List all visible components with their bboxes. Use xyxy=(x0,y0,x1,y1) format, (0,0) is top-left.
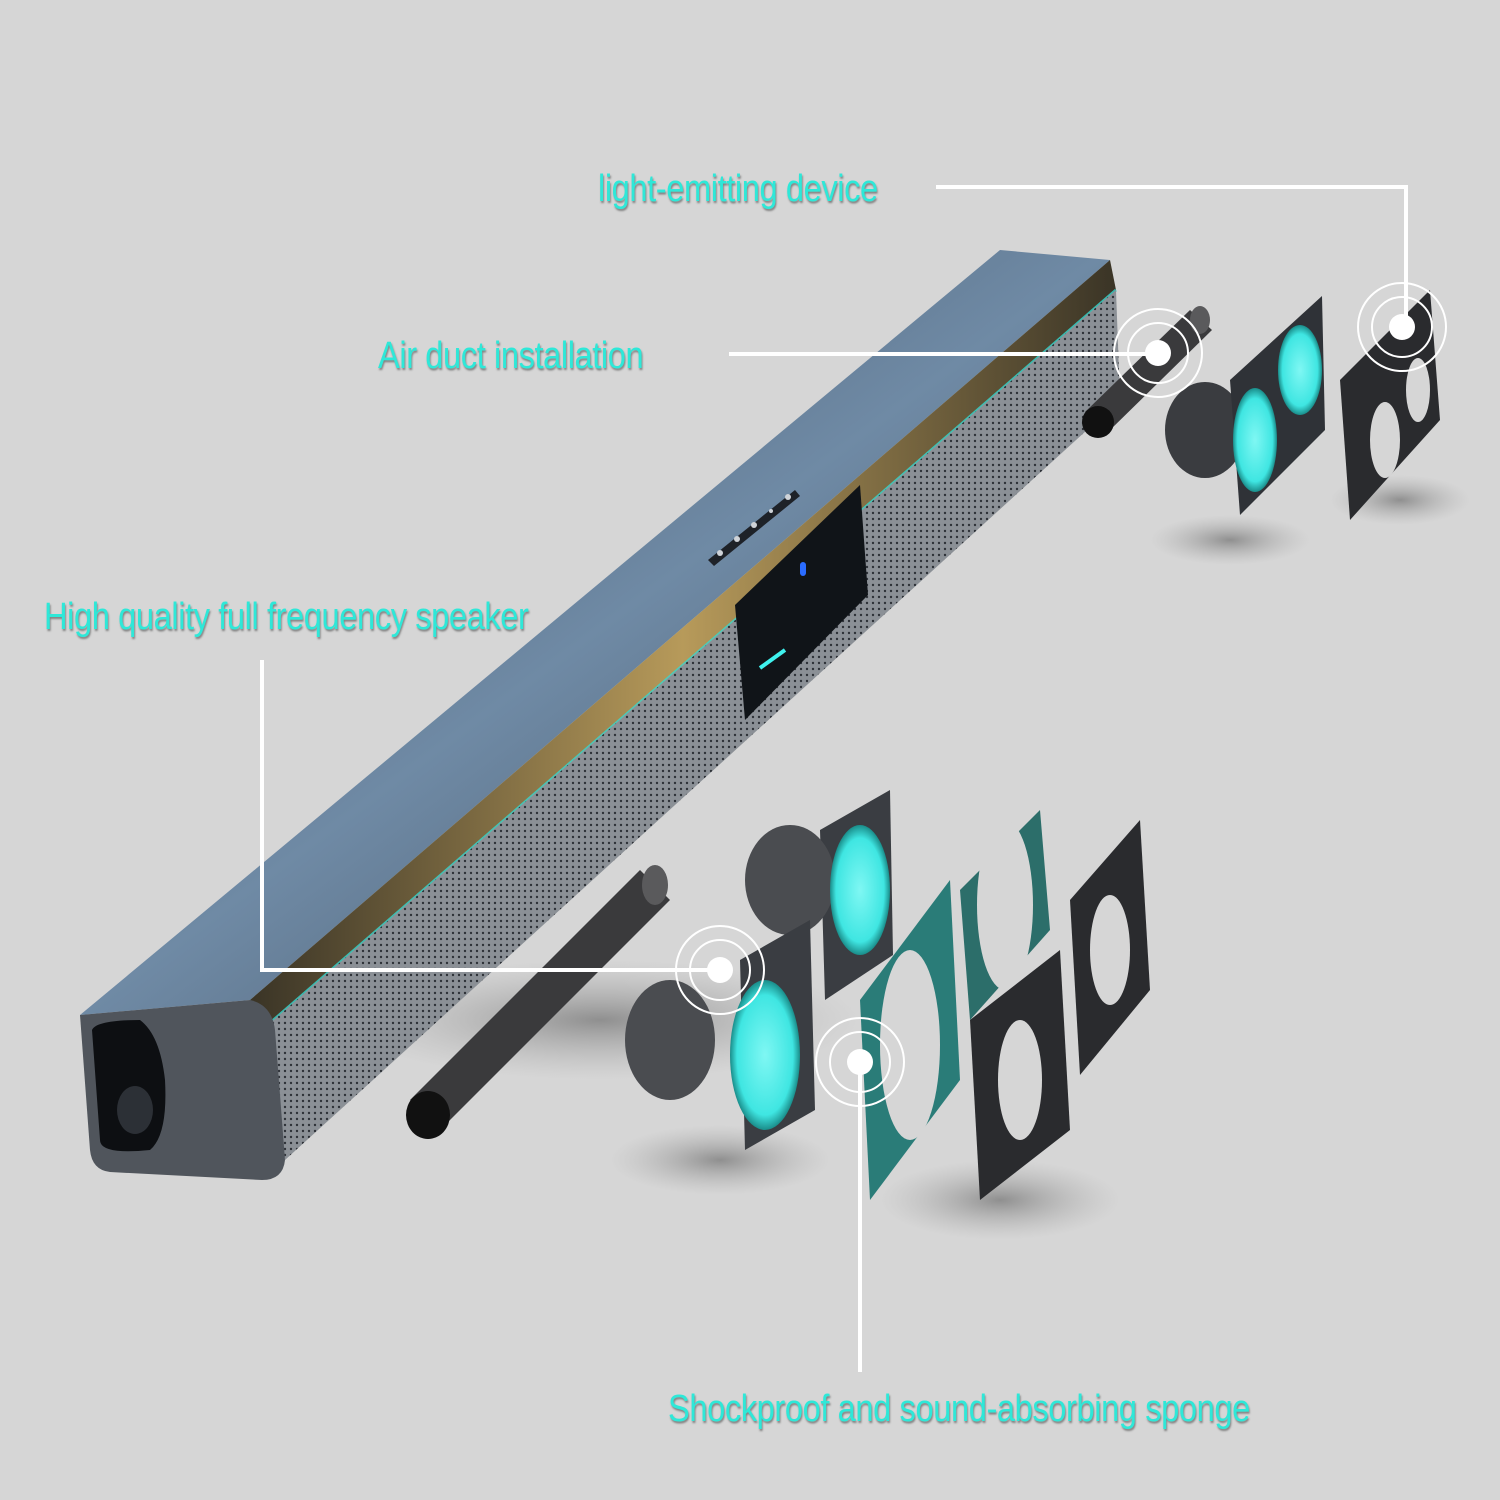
leader-line-speaker-v xyxy=(260,660,264,972)
sponge-gaskets xyxy=(860,810,1150,1200)
rear-speakers xyxy=(1165,296,1325,515)
callout-label-light-emitting-device: light-emitting device xyxy=(598,168,878,210)
marker-ring-inner xyxy=(689,939,751,1001)
control-buttons xyxy=(708,490,800,566)
leader-line-speaker-h xyxy=(260,968,720,972)
leader-line-light-emitting-device-v xyxy=(1404,185,1408,327)
callout-label-sponge: Shockproof and sound-absorbing sponge xyxy=(668,1388,1250,1430)
marker-dot xyxy=(1389,314,1415,340)
leader-line-light-emitting-device-h xyxy=(936,185,1408,189)
leader-line-air-duct xyxy=(729,352,1159,356)
marker-ring-inner xyxy=(1371,296,1433,358)
marker-dot xyxy=(707,957,733,983)
callout-label-air-duct: Air duct installation xyxy=(378,335,644,377)
marker-ring-inner xyxy=(1127,322,1189,384)
callout-label-full-frequency-speaker: High quality full frequency speaker xyxy=(44,596,529,638)
marker-ring-outer xyxy=(1357,282,1447,372)
marker-ring-outer xyxy=(675,925,765,1015)
leader-line-sponge xyxy=(858,1062,862,1372)
air-duct-tube-front xyxy=(406,865,670,1139)
marker-dot xyxy=(1145,340,1171,366)
marker-ring-outer xyxy=(1113,308,1203,398)
